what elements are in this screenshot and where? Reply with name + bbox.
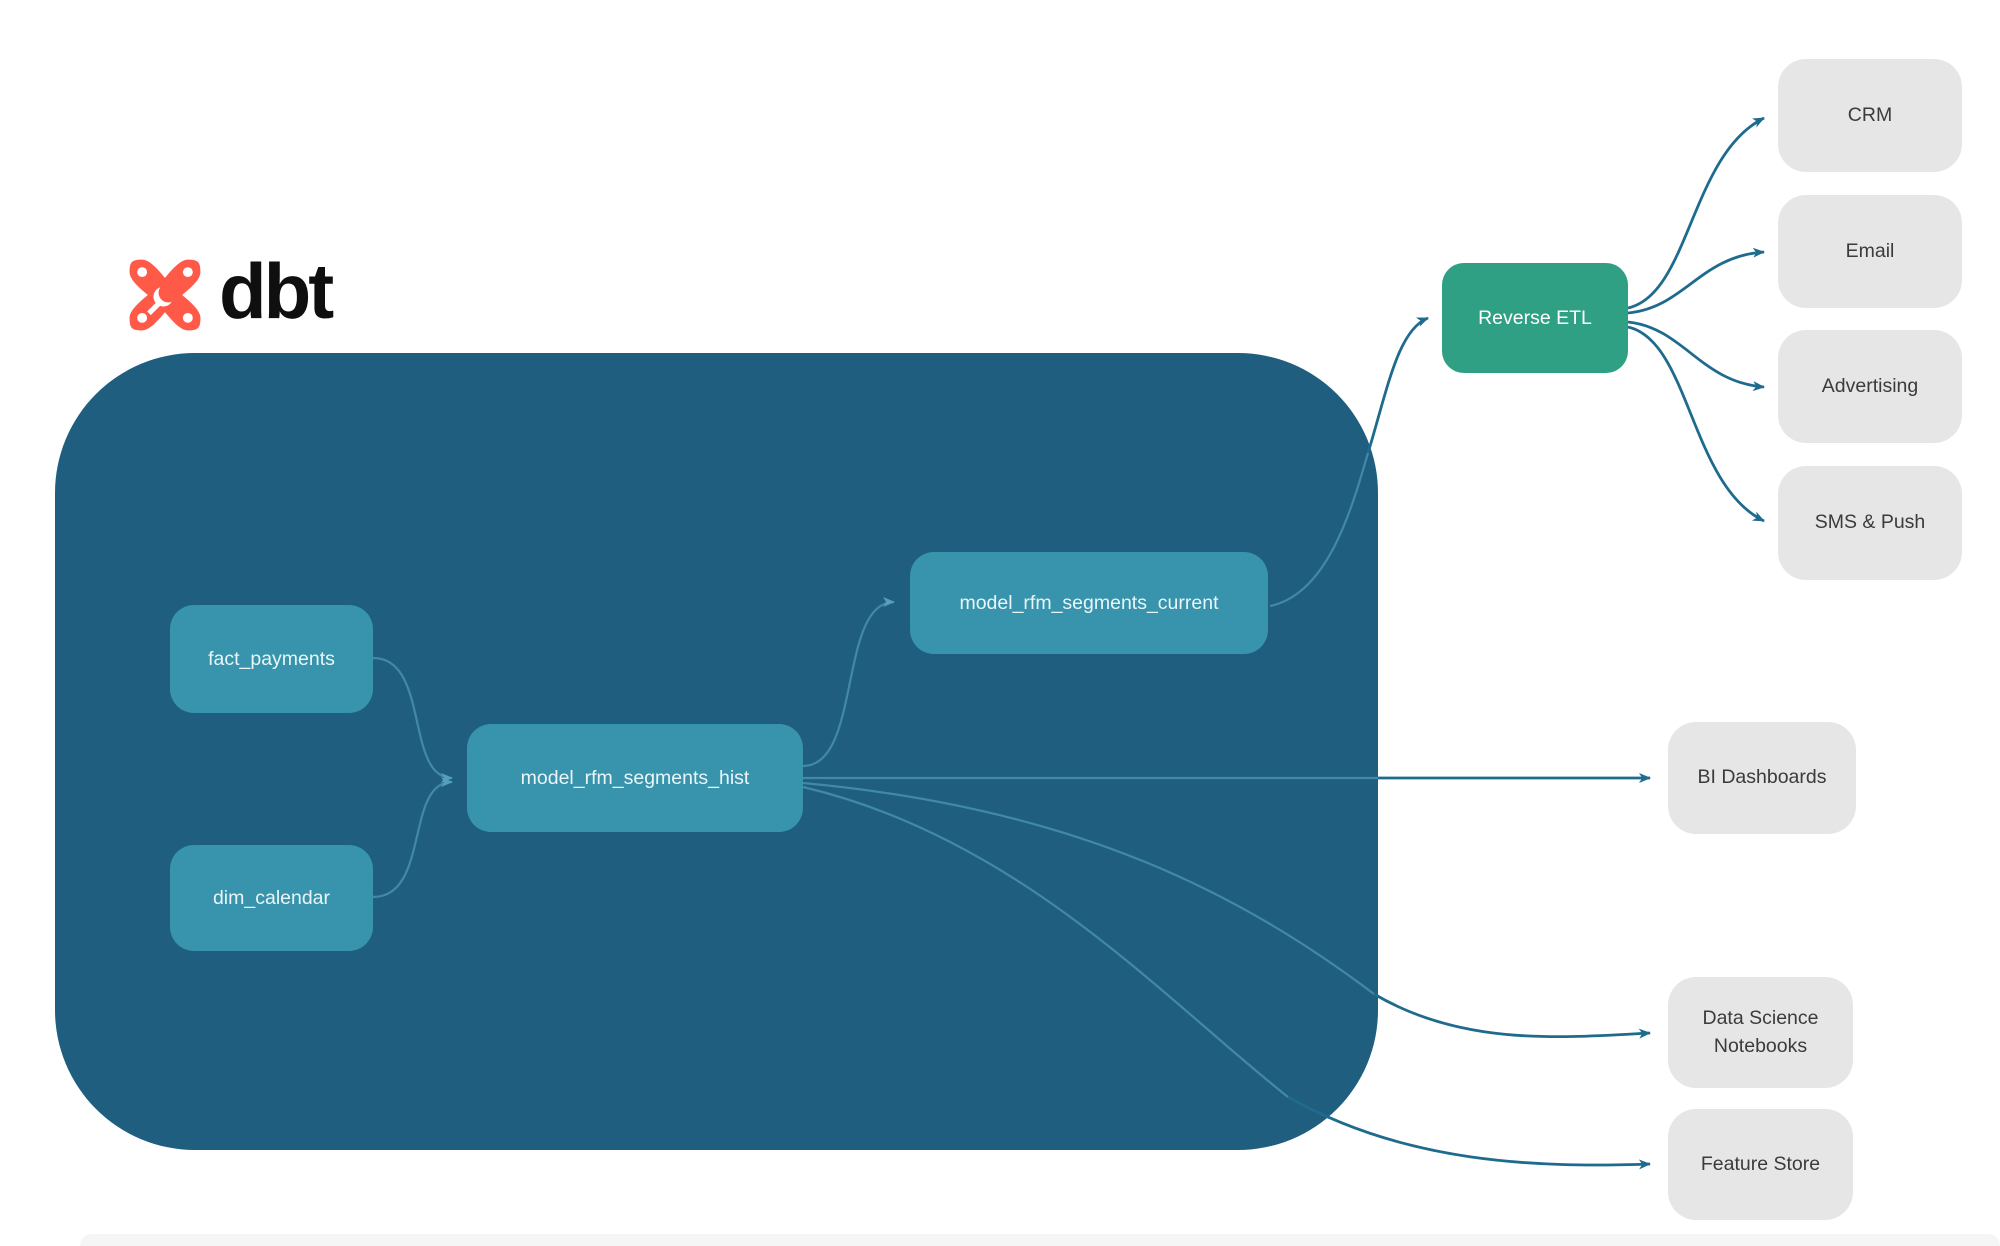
node-email-label: Email: [1845, 239, 1895, 262]
node-dim-calendar: dim_calendar: [170, 845, 373, 951]
edge-hist-to-feature-store: [1287, 1095, 1651, 1170]
dbt-logo-text: dbt: [219, 247, 334, 335]
edge-hist-to-data-science-notebooks: [1373, 992, 1651, 1039]
edge-reverse-etl-to-email: [1627, 247, 1765, 315]
node-advertising-label: Advertising: [1821, 374, 1919, 397]
node-fact-payments-label: fact_payments: [208, 647, 335, 670]
node-advertising: Advertising: [1778, 330, 1962, 443]
node-model-rfm-segments-hist-label: model_rfm_segments_hist: [520, 766, 750, 789]
node-bi-dashboards: BI Dashboards: [1668, 722, 1856, 834]
node-model-rfm-segments-hist: model_rfm_segments_hist: [467, 724, 803, 832]
bottom-section-edge: [80, 1234, 2000, 1246]
node-feature-store: Feature Store: [1668, 1109, 1853, 1220]
node-sms-push: SMS & Push: [1778, 466, 1962, 580]
node-fact-payments: fact_payments: [170, 605, 373, 713]
node-reverse-etl-label: Reverse ETL: [1478, 306, 1592, 329]
node-model-rfm-segments-current: model_rfm_segments_current: [910, 552, 1268, 654]
node-bi-dashboards-label: BI Dashboards: [1697, 766, 1827, 789]
edge-reverse-etl-to-sms-push: [1627, 325, 1765, 523]
node-crm: CRM: [1778, 59, 1962, 172]
node-crm-label: CRM: [1847, 103, 1893, 126]
edge-reverse-etl-to-advertising: [1627, 320, 1765, 392]
edge-reverse-etl-to-crm: [1627, 116, 1765, 310]
node-model-rfm-segments-current-label: model_rfm_segments_current: [959, 591, 1219, 614]
edge-current-to-reverse-etl: [1366, 316, 1429, 454]
node-data-science-notebooks-label: Data Science Notebooks: [1702, 1007, 1819, 1057]
node-reverse-etl: Reverse ETL: [1442, 263, 1628, 373]
node-dim-calendar-label: dim_calendar: [212, 886, 331, 909]
dbt-logo: dbt: [125, 251, 334, 335]
node-sms-push-label: SMS & Push: [1814, 511, 1926, 534]
node-data-science-notebooks: Data Science Notebooks: [1668, 977, 1853, 1088]
node-email: Email: [1778, 195, 1962, 308]
node-feature-store-label: Feature Store: [1700, 1152, 1821, 1175]
dbt-logo-icon: [129, 259, 201, 331]
